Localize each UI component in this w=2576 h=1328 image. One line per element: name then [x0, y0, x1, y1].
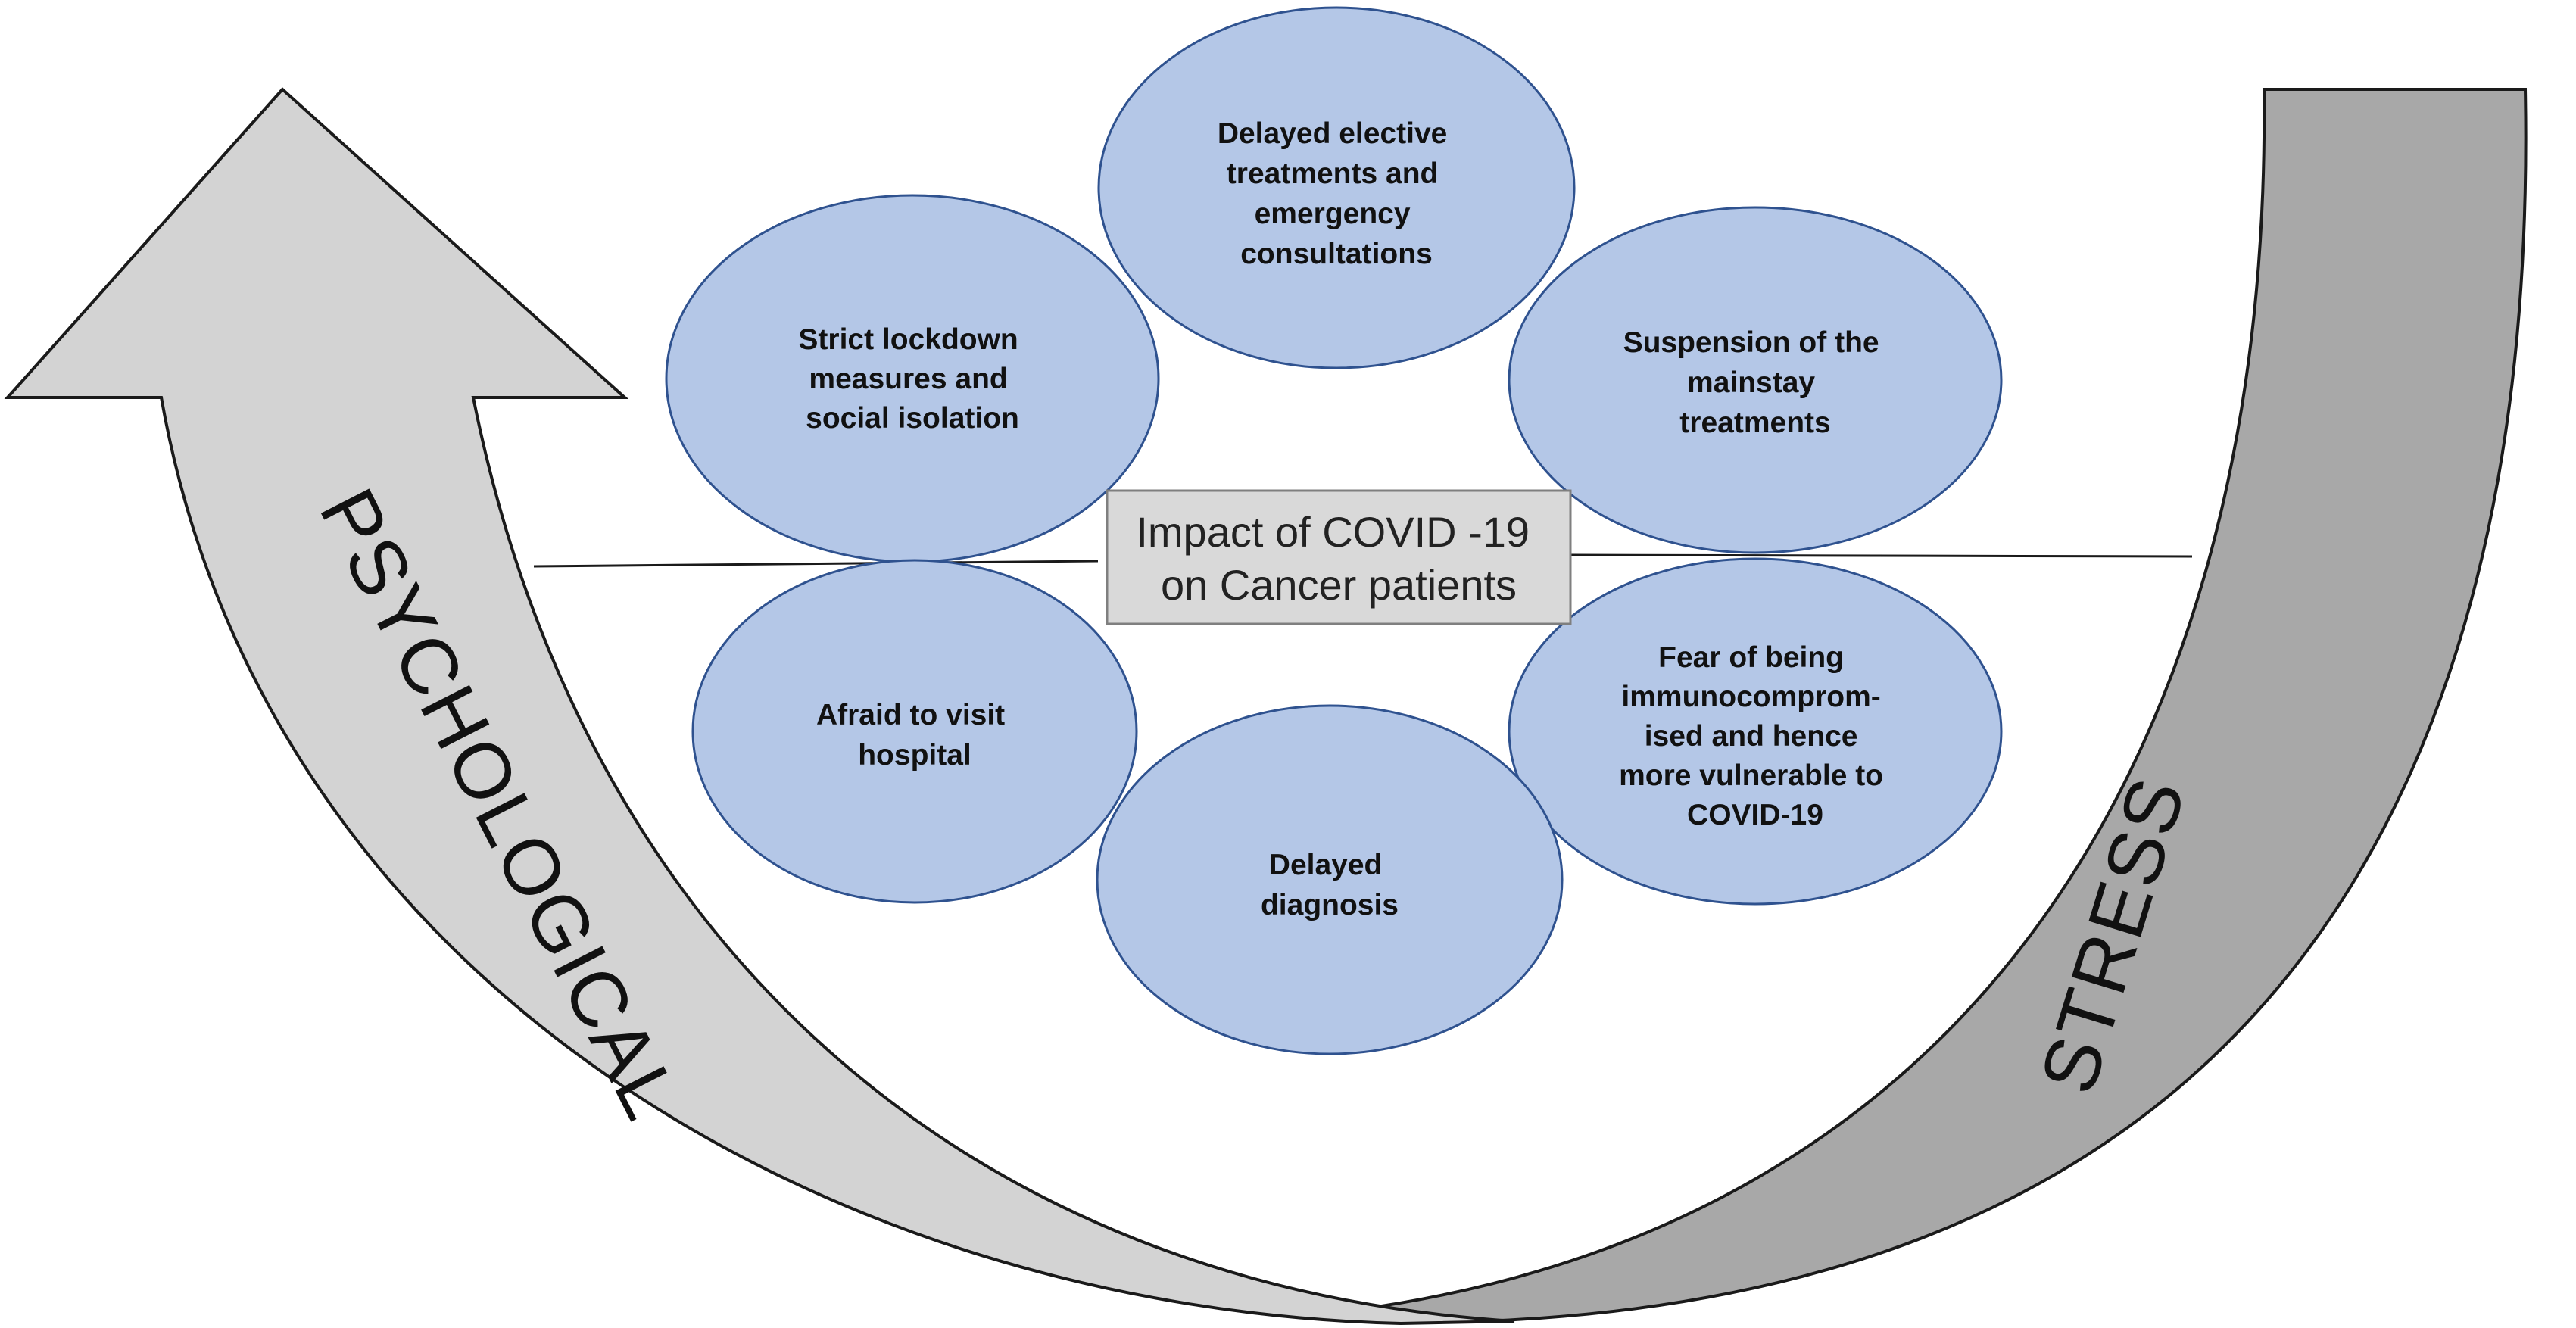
bubble-line: COVID-19 — [1687, 799, 1823, 831]
center-title-line: on Cancer patients — [1161, 561, 1517, 609]
left-connector-line — [533, 560, 1099, 568]
svg-text:Delayed diagnosis: Delayed diagnosis — [1261, 849, 1399, 921]
bubble-line: Afraid to visit — [816, 699, 1005, 731]
center-box: Impact of COVID -19 on Cancer patients — [1106, 489, 1572, 625]
bubble-strict-lockdown: Strict lockdown measures and social isol… — [665, 194, 1160, 563]
svg-text:Strict lockdown measur: Strict lockdown measures and social isol… — [798, 323, 1026, 435]
center-title-line: Impact of COVID -19 — [1136, 508, 1530, 556]
bubble-line: more vulnerable to — [1619, 759, 1883, 792]
bubble-line: consultations — [1240, 238, 1433, 270]
svg-text:Afraid to visit hospit: Afraid to visit hospital — [816, 699, 1013, 772]
bubble-line: Fear of being — [1658, 641, 1844, 674]
svg-text:Suspension of the main: Suspension of the mainstay treatments — [1623, 326, 1888, 439]
bubble-suspension-mainstay-treatments: Suspension of the mainstay treatments — [1508, 206, 2003, 554]
bubble-line: diagnosis — [1261, 889, 1399, 921]
psychological-curved-arrow — [4, 87, 1515, 1326]
bubble-line: Suspension of the — [1623, 326, 1879, 359]
bubble-line: social isolation — [806, 402, 1019, 435]
bubble-line: emergency — [1255, 198, 1411, 230]
bubble-line: immunocomprom- — [1621, 681, 1880, 713]
bubble-line: treatments — [1679, 407, 1830, 439]
right-connector-line — [1570, 553, 2193, 558]
bubble-group: Delayed elective treatments and emergenc… — [665, 6, 2003, 1055]
svg-text:Fear of being immunoco: Fear of being immunocomprom- ised and he… — [1619, 641, 1891, 831]
bubble-line: mainstay — [1687, 366, 1815, 399]
bubble-line: hospital — [858, 739, 971, 772]
bubble-afraid-to-visit-hospital: Afraid to visit hospital — [691, 559, 1138, 904]
svg-text:Impact of COVID -19 on C: Impact of COVID -19 on Cancer patients — [1136, 508, 1541, 609]
bubble-fear-immunocompromised: Fear of being immunocomprom- ised and he… — [1508, 557, 2003, 906]
bubble-line: Strict lockdown — [798, 323, 1018, 356]
bubble-delayed-diagnosis: Delayed diagnosis — [1096, 704, 1564, 1055]
bubble-line: treatments and — [1227, 157, 1439, 190]
bubble-line: Delayed elective — [1218, 117, 1448, 150]
bubble-line: measures and — [809, 363, 1007, 395]
bubble-line: ised and hence — [1645, 720, 1858, 753]
svg-text:Delayed elective treat: Delayed elective treatments and emergenc… — [1218, 117, 1455, 270]
bubble-delayed-elective-treatments: Delayed elective treatments and emergenc… — [1097, 6, 1576, 369]
bubble-line: Delayed — [1269, 849, 1383, 881]
